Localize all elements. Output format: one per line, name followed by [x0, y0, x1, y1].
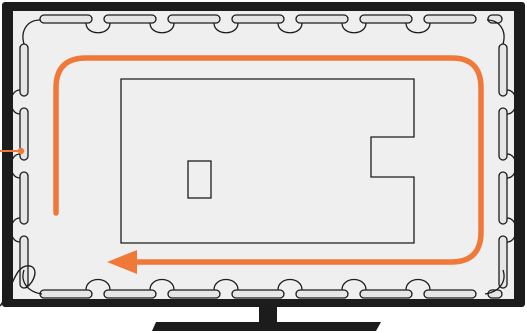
power-cable [0, 265, 36, 307]
led-strip-segment [359, 14, 413, 24]
led-strip-segment [423, 14, 477, 24]
strip-connector-loop [341, 22, 367, 34]
led-strip-left [10, 43, 29, 289]
back-panel-outline [120, 78, 415, 244]
led-strip-segment [103, 289, 157, 299]
strip-connector-loop [149, 278, 175, 291]
led-strip-segment [39, 289, 93, 299]
led-strip-right [498, 43, 517, 289]
led-strip-top [39, 14, 503, 34]
stand-base [152, 322, 381, 331]
led-strip-segment [359, 289, 413, 299]
led-strip-segment [19, 235, 29, 289]
led-strip-segment [19, 107, 29, 161]
led-strip-segment [295, 289, 349, 299]
led-strip-bottom [39, 278, 503, 299]
strip-connector-loop [341, 278, 367, 291]
strip-connector-loop [277, 22, 303, 34]
tv-screen [13, 11, 514, 299]
strip-connector-loop [149, 22, 175, 34]
led-strip-segment [231, 289, 285, 299]
led-strip-segment [231, 14, 285, 24]
corner-connectors [22, 19, 505, 295]
strip-connector-loop [277, 278, 303, 291]
led-strip-segment [498, 43, 508, 97]
corner-connector-top-right [486, 19, 505, 45]
led-strip-segment [19, 43, 29, 97]
strip-connector-loop [506, 89, 517, 115]
strip-connector-loop [85, 22, 111, 34]
port-outline [187, 160, 212, 199]
strip-connector-loop [10, 217, 21, 243]
flow-arrow-line [53, 55, 484, 265]
led-strip-segment [167, 289, 221, 299]
led-strip-segment [295, 14, 349, 24]
arrow-left-icon [107, 250, 137, 274]
led-strip-segment [103, 14, 157, 24]
led-strip-segment [39, 14, 93, 24]
dot-icon [17, 147, 25, 155]
strip-connector-loop [506, 217, 517, 243]
strip-connector-loop [10, 89, 21, 115]
strip-connector-loop [85, 278, 111, 291]
corner-connector-top-left [22, 19, 41, 45]
corner-connector-bottom-right [484, 269, 505, 295]
strip-connector-loop [405, 278, 431, 291]
cable-line [0, 265, 36, 307]
led-strip-segment [19, 171, 29, 225]
strip-connector-loop [506, 153, 517, 179]
strip-connector-loop [213, 278, 239, 291]
led-strip-segment [167, 14, 221, 24]
corner-connector-bottom-left [22, 269, 43, 295]
led-strip-segment [423, 289, 477, 299]
strip-connector-loop [10, 153, 21, 179]
led-strip-segment [498, 107, 508, 161]
cable-entry [0, 147, 25, 155]
strip-connector-loop [213, 22, 239, 34]
led-strip-segment [498, 235, 508, 289]
flow-path [53, 55, 484, 274]
strip-connector-loop [405, 22, 431, 34]
led-strip-segment [498, 171, 508, 225]
